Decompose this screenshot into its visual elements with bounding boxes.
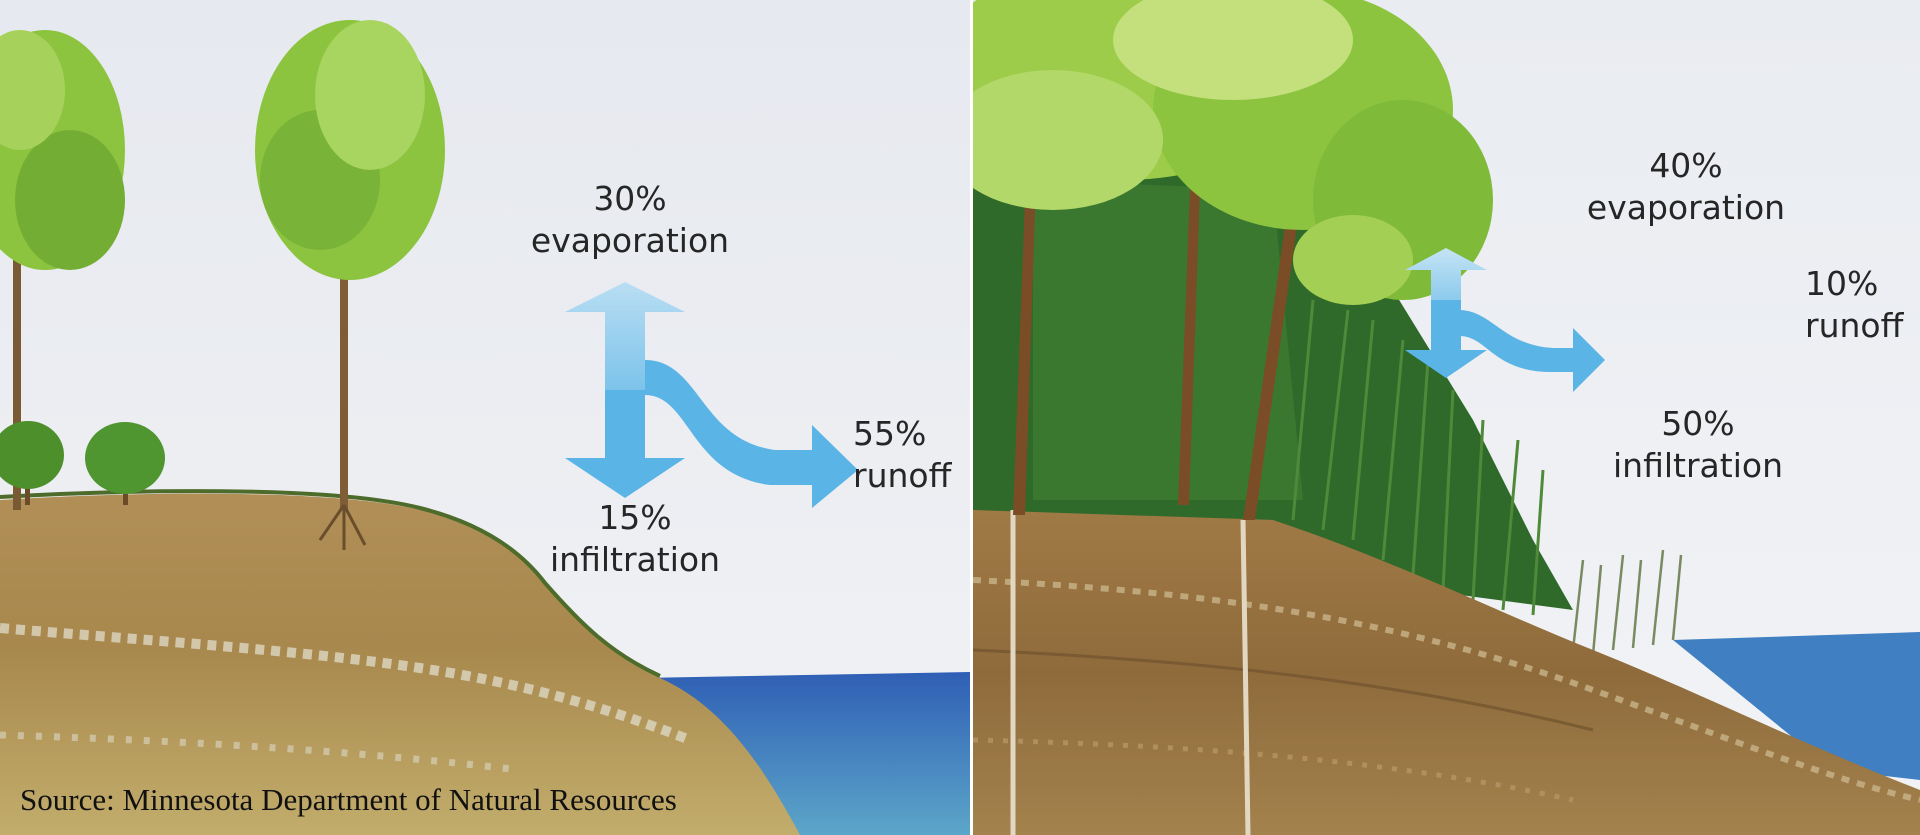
runoff-label: 10% runoff xyxy=(1805,263,1903,347)
infiltration-label: 15% infiltration xyxy=(525,497,745,581)
evaporation-percent: 30% xyxy=(515,178,745,220)
runoff-text: runoff xyxy=(853,455,951,497)
infiltration-percent: 50% xyxy=(1588,403,1808,445)
evaporation-label: 30% evaporation xyxy=(515,178,745,262)
infiltration-text: infiltration xyxy=(1588,445,1808,487)
dense-vegetation-panel: 40% evaporation 10% runoff 50% infiltrat… xyxy=(973,0,1920,835)
infiltration-text: infiltration xyxy=(525,539,745,581)
runoff-percent: 10% xyxy=(1805,263,1903,305)
evaporation-text: evaporation xyxy=(1571,187,1801,229)
sparse-vegetation-panel: 30% evaporation 55% runoff 15% infiltrat… xyxy=(0,0,970,835)
source-caption: Source: Minnesota Department of Natural … xyxy=(20,782,677,818)
runoff-label: 55% runoff xyxy=(853,413,951,497)
infiltration-percent: 15% xyxy=(525,497,745,539)
evaporation-label: 40% evaporation xyxy=(1571,145,1801,229)
runoff-text: runoff xyxy=(1805,305,1903,347)
sparse-landscape-illustration xyxy=(0,0,970,835)
runoff-percent: 55% xyxy=(853,413,951,455)
evaporation-text: evaporation xyxy=(515,220,745,262)
evaporation-percent: 40% xyxy=(1571,145,1801,187)
infiltration-label: 50% infiltration xyxy=(1588,403,1808,487)
